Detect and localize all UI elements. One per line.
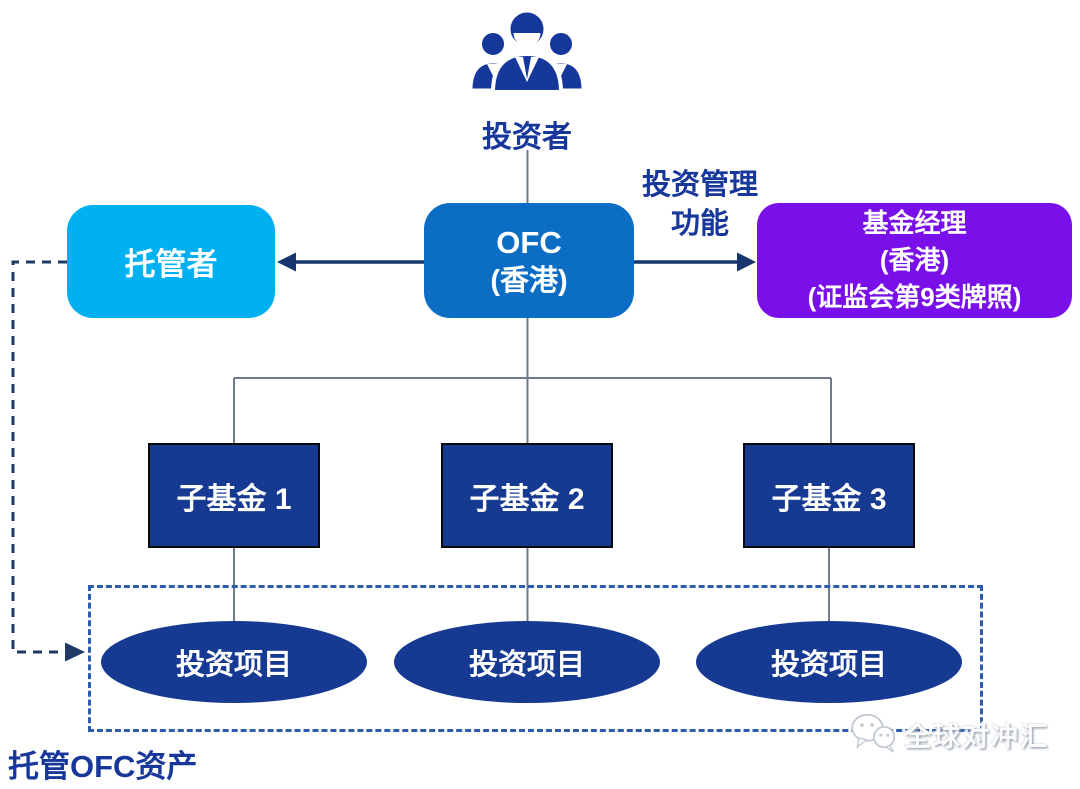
ofc-label-line1: OFC [496,224,562,260]
wechat-icon [848,710,898,758]
investors-icon [466,2,588,112]
investment-project-ellipse-1: 投资项目 [101,621,367,703]
subfund-box-2: 子基金 2 [441,443,613,548]
subfund-label-1: 子基金 1 [176,482,292,516]
fund-manager-line3: (证监会第9类牌照) [807,282,1022,312]
custodian-box: 托管者 [67,205,275,318]
org-tree-connectors [233,150,832,621]
subfund-box-1: 子基金 1 [148,443,320,548]
arrow-ofc-to-manager [634,252,756,272]
fund-manager-line1: 基金经理 [862,208,967,238]
custody-caption: 托管OFC资产 [8,749,198,784]
investment-project-label-2: 投资项目 [468,649,585,681]
dashed-custody-path [11,260,85,662]
management-function-line2: 功能 [670,208,729,240]
subfund-label-3: 子基金 3 [771,482,887,516]
watermark-label: 全球对冲汇 [904,721,1049,752]
management-function-line1: 投资管理 [641,169,758,201]
custodian-label: 托管者 [124,247,218,282]
investment-project-label-1: 投资项目 [175,649,292,681]
investor-person-center [490,8,564,94]
watermark: 全球对冲汇 [848,710,1049,758]
investors-label: 投资者 [482,121,572,154]
fund-manager-line2: (香港) [879,245,950,275]
subfund-box-3: 子基金 3 [743,443,915,548]
management-function-label: 投资管理 功能 [612,166,788,244]
ofc-box: OFC (香港) [424,203,634,318]
fund-manager-box: 基金经理 (香港) (证监会第9类牌照) [757,203,1072,318]
ofc-label-line2: (香港) [490,264,568,297]
arrow-ofc-to-custodian [277,252,424,272]
investment-project-ellipse-2: 投资项目 [394,621,660,703]
custody-scope-dashed-box [88,585,983,732]
investment-project-label-3: 投资项目 [770,649,887,681]
subfund-label-2: 子基金 2 [469,482,585,516]
investment-project-ellipse-3: 投资项目 [696,621,962,703]
